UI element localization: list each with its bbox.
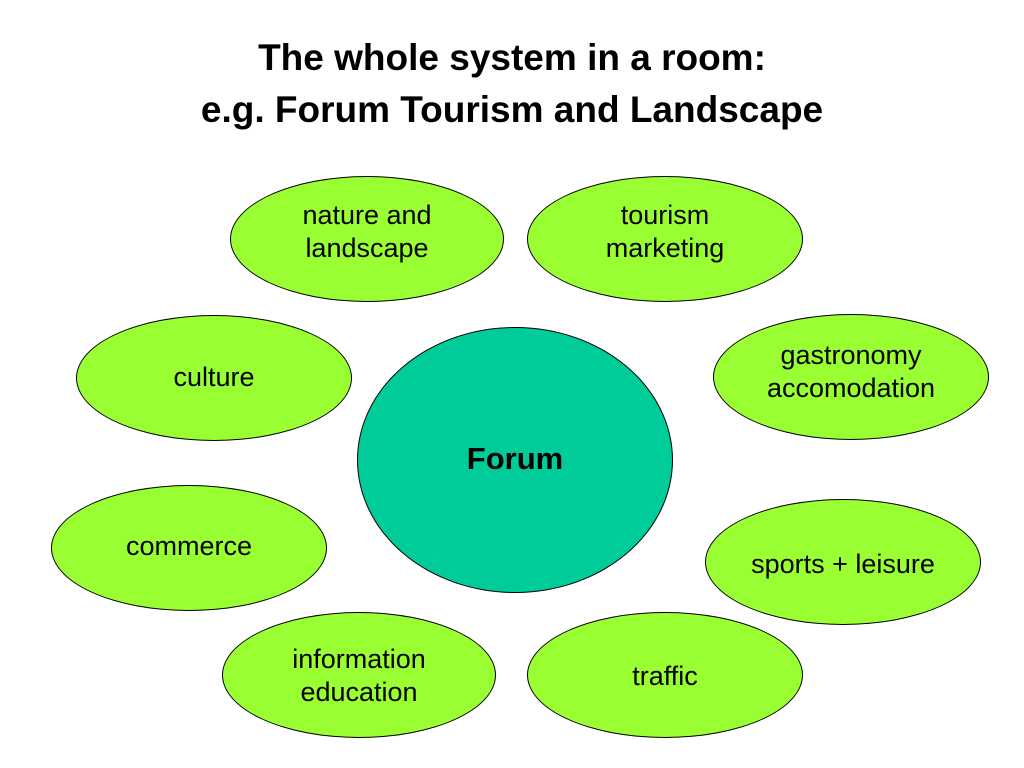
commerce-line-1: commerce [125,531,253,561]
ellipse-forum-center: Forum [357,327,673,593]
information-line-2: education [300,677,418,707]
title-line-1: The whole system in a room: [258,37,766,78]
ellipse-gastronomy-accomodation: gastronomy accomodation [713,314,989,440]
ellipse-nature-and-landscape: nature and landscape [230,176,504,302]
nature-line-2: landscape [305,233,429,263]
ellipse-culture: culture [76,315,352,441]
ellipse-information-education: information education [222,612,496,738]
traffic-line-1: traffic [632,660,698,691]
ellipse-tourism-marketing: tourism marketing [527,176,803,302]
information-line-1: information [292,644,426,674]
gastronomy-line-1: gastronomy [780,340,922,370]
nature-line-1: nature and [302,200,432,230]
title-line-2: e.g. Forum Tourism and Landscape [200,89,824,130]
culture-line-1: culture [173,361,255,392]
forum-label: Forum [466,441,564,476]
tourism-line-1: tourism [620,200,710,230]
tourism-line-2: marketing [605,233,725,263]
ellipse-sports-leisure: sports + leisure [705,499,981,625]
ellipse-traffic: traffic [527,612,803,738]
gastronomy-line-2: accomodation [766,373,936,403]
ellipse-commerce: commerce [51,485,327,611]
sports-line-1: sports + leisure [751,548,935,579]
